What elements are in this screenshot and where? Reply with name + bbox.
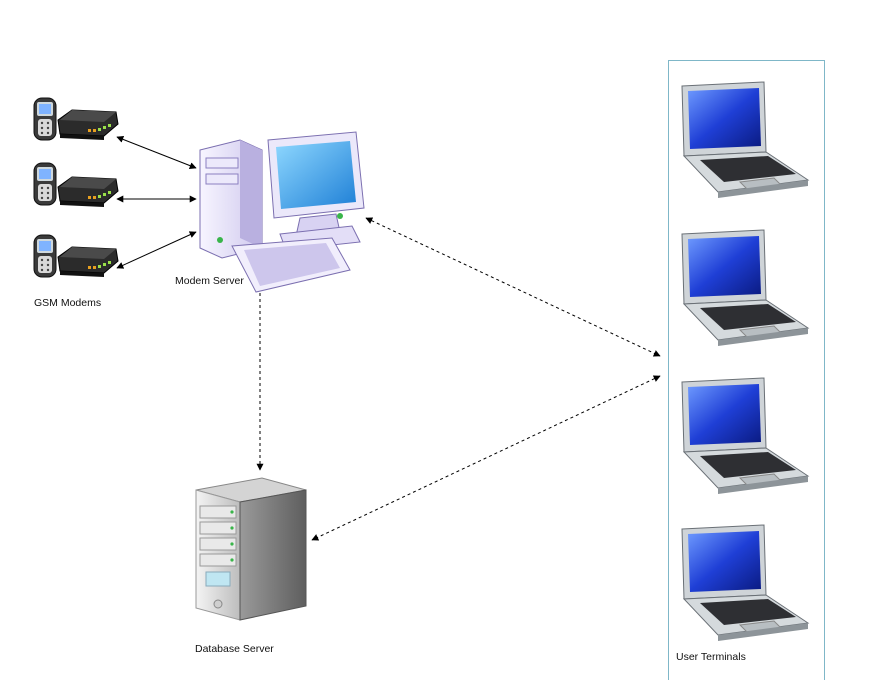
mobile-phone-icon [33, 234, 57, 278]
mobile-phone-icon [33, 162, 57, 206]
desktop-computer-icon [199, 131, 365, 293]
database-server-label: Database Server [195, 643, 274, 655]
user-terminals-panel [668, 60, 825, 680]
gsm-modems-label: GSM Modems [34, 297, 102, 309]
network-links [256, 217, 661, 541]
gsm-modem-1 [33, 97, 119, 141]
gsm-modem-2 [33, 162, 119, 208]
modem-links [116, 136, 197, 269]
gsm-modem-icon [57, 176, 119, 208]
user-terminals-label: User Terminals [676, 651, 746, 663]
gsm-modem-3 [33, 234, 119, 278]
gsm-modem-icon [57, 246, 119, 278]
mobile-phone-icon [33, 97, 57, 141]
gsm-modem-icon [57, 109, 119, 141]
modem-server-label: Modem Server [175, 275, 244, 287]
server-tower-icon [195, 477, 307, 621]
